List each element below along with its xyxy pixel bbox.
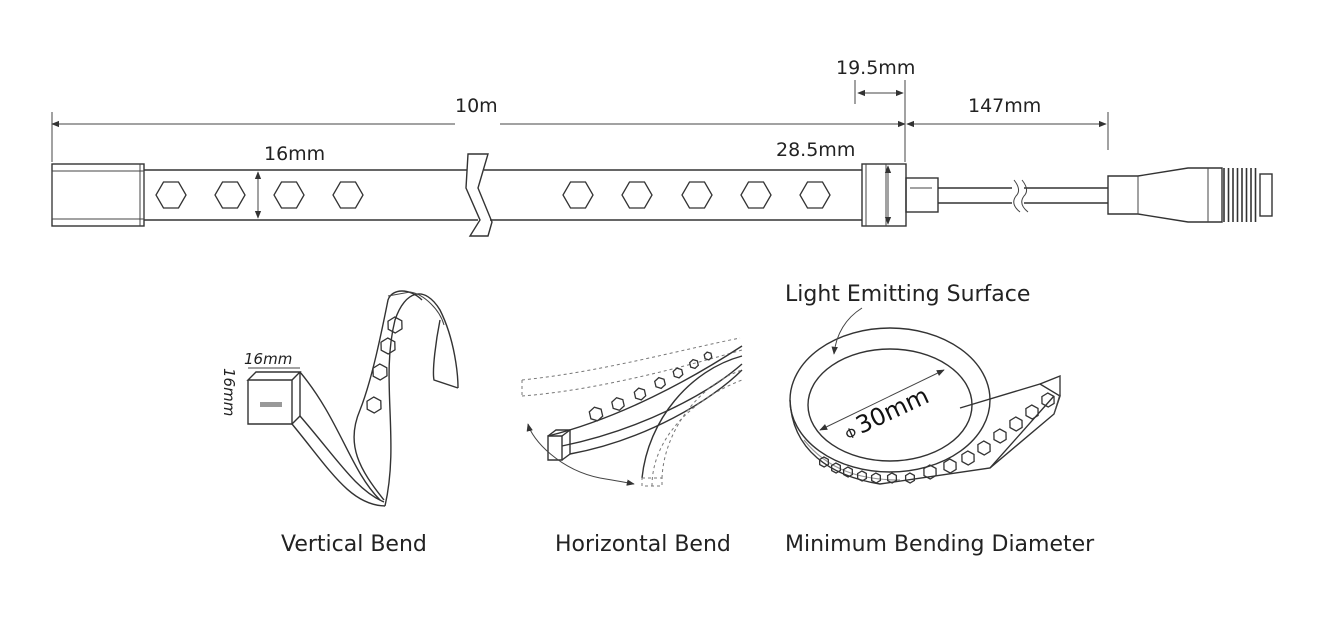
led-group-right	[562, 181, 831, 209]
light-emitting-surface-label: Light Emitting Surface	[785, 282, 1030, 307]
led-hexagon	[633, 387, 647, 401]
led-hexagon	[688, 358, 700, 370]
led-hexagon	[214, 181, 246, 209]
led-hexagon	[1009, 416, 1023, 432]
led-hexagon	[372, 363, 388, 381]
connector-width-label: 19.5mm	[836, 57, 915, 79]
led-hexagon	[672, 367, 684, 379]
led-hexagon	[870, 472, 882, 484]
led-hexagon	[611, 396, 625, 412]
led-hexagon	[923, 464, 937, 480]
cable-gland	[905, 177, 939, 213]
led-strip-side-view	[51, 153, 1273, 237]
cable-length-label: 147mm	[968, 95, 1041, 117]
led-hexagon	[961, 450, 975, 466]
length-label: 10m	[455, 95, 498, 117]
led-hexagon	[155, 181, 187, 209]
led-hexagon	[904, 472, 916, 484]
led-hexagon	[818, 456, 830, 468]
led-hexagon	[273, 181, 305, 209]
connector-body	[1107, 167, 1223, 223]
horizontal-bend-illustration	[521, 337, 743, 487]
minimum-bend-illustration	[789, 307, 1061, 485]
led-hexagon	[1041, 392, 1055, 408]
led-hexagon	[588, 406, 604, 422]
caption-vertical-bend: Vertical Bend	[281, 532, 427, 557]
led-hexagon	[332, 181, 364, 209]
cable-break-mark	[1013, 179, 1029, 213]
led-hexagon	[943, 458, 957, 474]
profile-width-label: 16mm	[244, 350, 292, 368]
minimum-bend-leds	[818, 392, 1055, 484]
left-end-cap	[51, 163, 145, 227]
vertical-bend-illustration	[246, 290, 459, 507]
led-hexagon	[856, 470, 868, 482]
led-hexagon	[380, 337, 396, 355]
caption-horizontal-bend: Horizontal Bend	[555, 532, 731, 557]
led-hexagon	[886, 472, 898, 484]
diameter-value: 30mm	[851, 381, 933, 439]
cable	[938, 187, 1108, 204]
led-hexagon	[1025, 404, 1039, 420]
led-hexagon	[977, 440, 991, 456]
led-hexagon	[366, 396, 382, 414]
caption-minimum-bend: Minimum Bending Diameter	[785, 532, 1095, 557]
led-hexagon	[562, 181, 594, 209]
strip-body-right	[484, 169, 862, 221]
led-hexagon	[740, 181, 772, 209]
led-group-left	[155, 181, 364, 209]
dimension-lines	[51, 80, 1109, 225]
break-mark	[465, 153, 493, 237]
end-cap-width-label: 28.5mm	[776, 139, 855, 161]
led-hexagon	[681, 181, 713, 209]
led-hexagon	[653, 376, 667, 390]
vertical-bend-leds	[366, 316, 403, 414]
led-hexagon	[703, 351, 713, 361]
led-hexagon	[799, 181, 831, 209]
strip-body-left	[144, 169, 478, 221]
led-hexagon	[621, 181, 653, 209]
horizontal-bend-leds	[588, 351, 713, 422]
profile-height-label: 16mm	[220, 368, 238, 416]
led-hexagon	[993, 428, 1007, 444]
led-hexagon	[842, 466, 854, 478]
strip-height-label: 16mm	[264, 143, 325, 165]
right-end-cap	[861, 163, 907, 227]
connector-thread	[1223, 168, 1257, 222]
led-hexagon	[387, 316, 403, 334]
led-hexagon	[830, 462, 842, 474]
